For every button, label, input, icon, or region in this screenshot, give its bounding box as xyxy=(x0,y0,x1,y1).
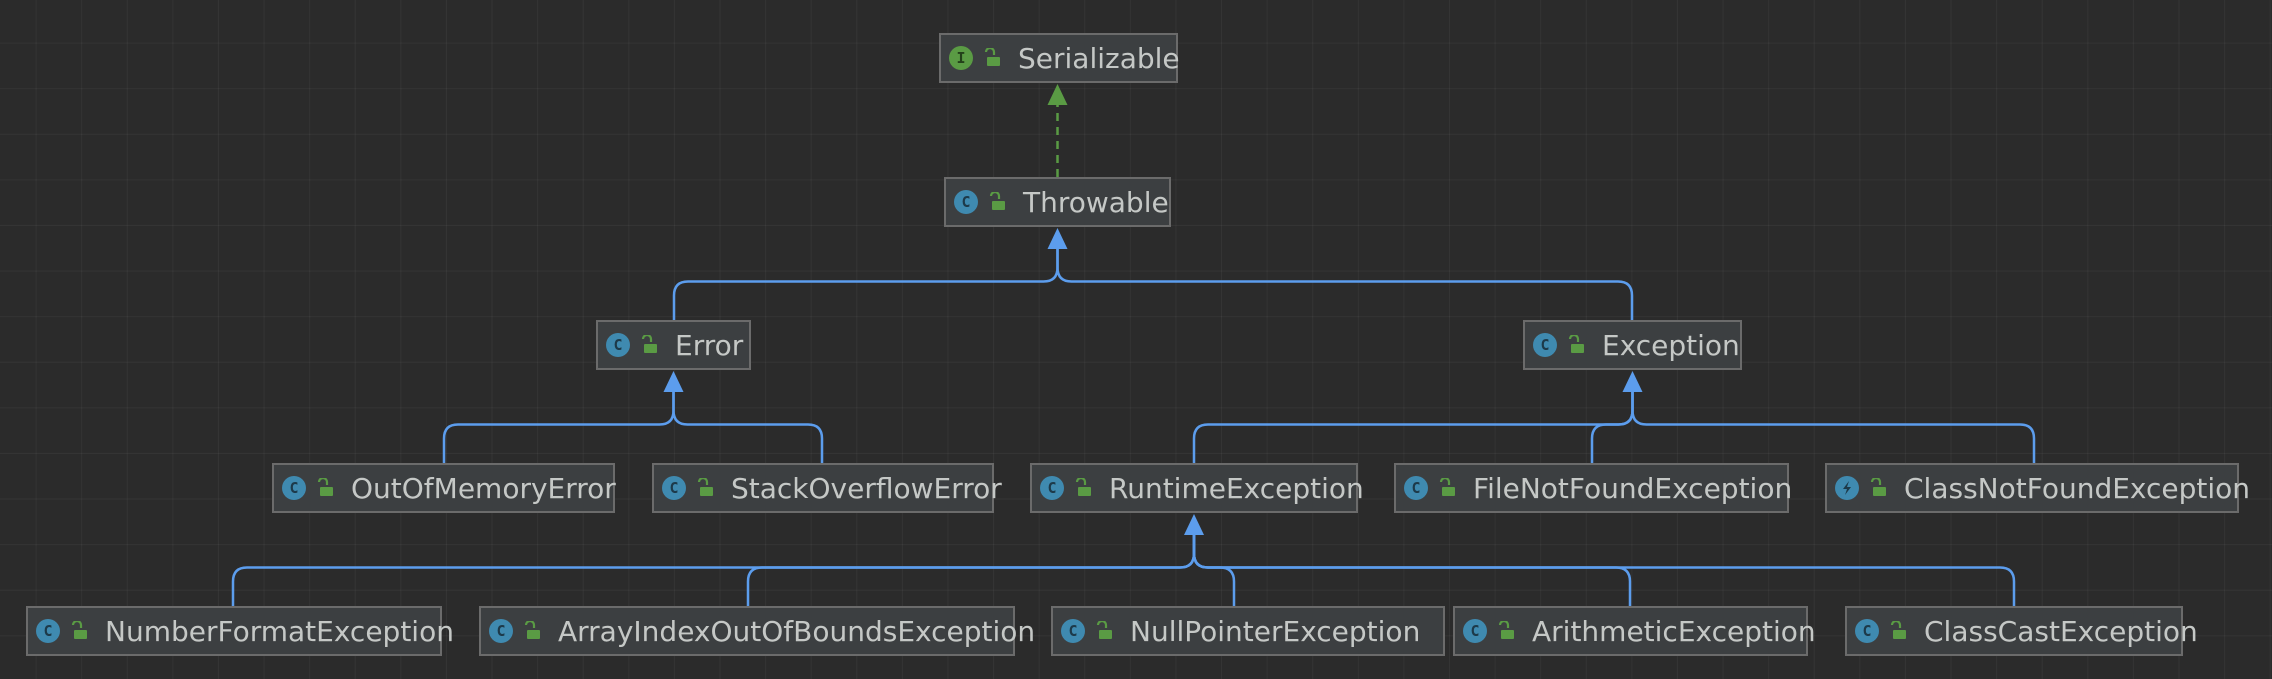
public-lock-icon xyxy=(1498,621,1514,639)
public-lock-icon xyxy=(71,621,87,639)
node-arithmeticexception[interactable]: C ArithmeticException xyxy=(1453,606,1816,656)
node-numberformatexception[interactable]: C NumberFormatException xyxy=(26,606,454,656)
class-icon: C xyxy=(1463,619,1487,643)
public-lock-icon xyxy=(317,478,333,496)
extends-edge-runtimeexception xyxy=(1192,390,1634,463)
node-label: ArithmeticException xyxy=(1532,614,1816,648)
node-label: Throwable xyxy=(1023,185,1169,219)
node-outofmemoryerror[interactable]: C OutOfMemoryError xyxy=(272,463,616,513)
node-label: NumberFormatException xyxy=(105,614,454,648)
extends-edge-arithmeticexception xyxy=(1192,533,1632,606)
public-lock-icon xyxy=(697,478,713,496)
extends-edge-classnotfoundexception xyxy=(1631,390,2036,463)
public-lock-icon xyxy=(641,335,657,353)
node-nullpointerexception[interactable]: C NullPointerException xyxy=(1051,606,1445,656)
node-label: FileNotFoundException xyxy=(1473,471,1793,505)
extends-edge-error xyxy=(672,247,1059,320)
class-icon: C xyxy=(489,619,513,643)
class-icon: C xyxy=(36,619,60,643)
public-lock-icon xyxy=(1870,478,1886,496)
node-serializable[interactable]: I Serializable xyxy=(939,33,1180,83)
class-icon: C xyxy=(1061,619,1085,643)
class-icon: C xyxy=(1404,476,1428,500)
extends-edge-filenotfoundexception xyxy=(1590,390,1634,463)
implements-arrowhead xyxy=(1047,84,1068,105)
public-lock-icon xyxy=(1439,478,1455,496)
node-filenotfoundexception[interactable]: C FileNotFoundException xyxy=(1394,463,1793,513)
node-classcastexception[interactable]: C ClassCastException xyxy=(1845,606,2198,656)
class-icon: C xyxy=(1533,333,1557,357)
public-lock-icon xyxy=(989,192,1005,210)
node-classnotfoundexception[interactable]: ClassNotFoundException xyxy=(1825,463,2250,513)
node-label: RuntimeException xyxy=(1109,471,1364,505)
class-icon: C xyxy=(606,333,630,357)
node-label: Exception xyxy=(1602,328,1740,362)
extends-edge-arrayindexoutofboundsexception xyxy=(746,533,1196,606)
class-icon: C xyxy=(1040,476,1064,500)
node-label: OutOfMemoryError xyxy=(351,471,616,505)
class-icon: C xyxy=(282,476,306,500)
extends-arrowhead-error xyxy=(663,371,684,392)
node-label: ClassNotFoundException xyxy=(1904,471,2251,505)
node-label: NullPointerException xyxy=(1130,614,1421,648)
node-throwable[interactable]: C Throwable xyxy=(944,177,1171,227)
node-label: ClassCastException xyxy=(1924,614,2198,648)
interface-icon: I xyxy=(949,46,973,70)
class-icon: C xyxy=(1855,619,1879,643)
public-lock-icon xyxy=(1075,478,1091,496)
extends-arrowhead-exception xyxy=(1622,371,1643,392)
extends-edge-exception xyxy=(1056,247,1634,320)
exception-class-icon xyxy=(1835,476,1859,500)
public-lock-icon xyxy=(1890,621,1906,639)
node-stackoverflowerror[interactable]: C StackOverflowError xyxy=(652,463,1002,513)
extends-arrowhead-throwable xyxy=(1047,228,1068,249)
node-arrayindexoutofboundsexception[interactable]: C ArrayIndexOutOfBoundsException xyxy=(479,606,1035,656)
node-error[interactable]: C Error xyxy=(596,320,751,370)
public-lock-icon xyxy=(1568,335,1584,353)
extends-edge-numberformatexception xyxy=(231,533,1196,606)
extends-edge-nullpointerexception xyxy=(1192,533,1236,606)
class-icon: C xyxy=(662,476,686,500)
public-lock-icon xyxy=(984,48,1000,66)
extends-edge-outofmemoryerror xyxy=(442,390,675,463)
node-runtimeexception[interactable]: C RuntimeException xyxy=(1030,463,1364,513)
public-lock-icon xyxy=(524,621,540,639)
public-lock-icon xyxy=(1096,621,1112,639)
node-label: ArrayIndexOutOfBoundsException xyxy=(558,614,1036,648)
extends-edge-stackoverflowerror xyxy=(672,390,824,463)
node-label: Serializable xyxy=(1018,41,1180,75)
extends-arrowhead-runtimeexception xyxy=(1184,514,1204,535)
node-label: Error xyxy=(675,328,744,362)
class-icon: C xyxy=(954,190,978,214)
node-label: StackOverflowError xyxy=(731,471,1002,505)
extends-edge-classcastexception xyxy=(1192,533,2016,606)
node-exception[interactable]: C Exception xyxy=(1523,320,1742,370)
